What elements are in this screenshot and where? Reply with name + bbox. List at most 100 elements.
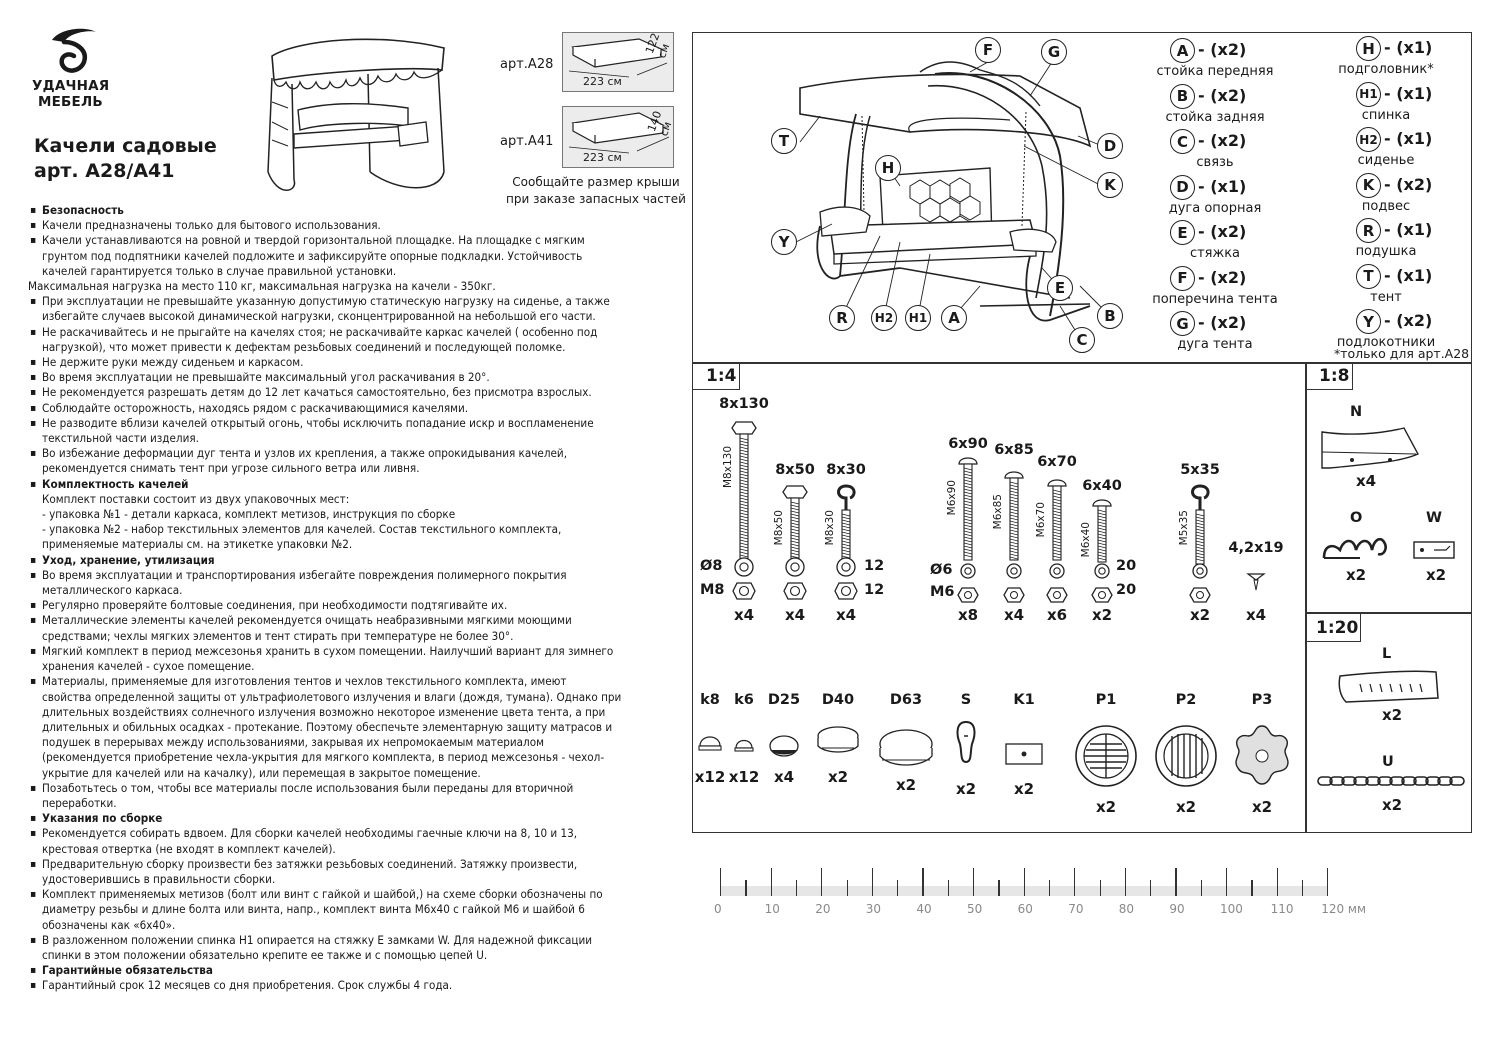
callout-y: Y: [771, 229, 797, 255]
callout-b: B: [1097, 303, 1123, 329]
ruler-tick: [998, 880, 1000, 896]
instruction-line: хранения качелей - сухое помещение.: [42, 659, 255, 674]
ruler-number: 20: [815, 902, 831, 916]
legend-name: связь: [1196, 155, 1234, 170]
instruction-line: качелей гарантируется только в случае пр…: [42, 263, 397, 278]
legend-qty: - (x1): [1198, 176, 1247, 196]
instruction-line: Не рекомендуется разрешать детям до 12 л…: [28, 385, 678, 400]
doc-title-line1: Качели садовые: [34, 135, 217, 157]
instruction-line: Регулярно проверяйте болтовые соединения…: [28, 598, 678, 613]
legend-code-t: T: [1356, 263, 1381, 289]
cap-label: k6: [734, 692, 754, 708]
legend-name: дуга тента: [1177, 337, 1253, 352]
part-w-label: W: [1426, 510, 1442, 526]
nut-12-label: 12: [864, 582, 885, 598]
cap-d63-icon: [879, 729, 933, 766]
instruction-line: Позаботьтесь о том, чтобы все материалы …: [28, 781, 678, 796]
roof-a41-drawing: 223 см 140 см: [562, 106, 674, 168]
hook-bolt-icon: [837, 484, 856, 565]
washer-icon: [1192, 563, 1208, 579]
nut-icon: [1003, 587, 1025, 603]
instruction-line: При эксплуатации не превышайте указанную…: [28, 294, 678, 309]
cap-label: P3: [1251, 692, 1273, 708]
bolt-icon: [1047, 479, 1067, 561]
legend-footnote: *только для арт.A28: [1334, 346, 1470, 361]
legend-code-g: G: [1170, 311, 1195, 336]
instruction-line: длительных воздействиях солнечного излуч…: [42, 704, 606, 719]
legend-code-h1: H1: [1356, 81, 1381, 107]
ruler-tick: [922, 868, 924, 896]
bolt-size-label: 6x70: [1037, 454, 1077, 470]
divider-v1: [1305, 362, 1307, 832]
legend-name: стойка задняя: [1165, 109, 1265, 125]
legend-name: спинка: [1361, 107, 1411, 123]
bolt-size-label: 8x130: [719, 396, 769, 412]
ruler-tick: [821, 868, 823, 896]
legend-qty: - (x2): [1198, 267, 1247, 287]
ruler-tick: [1074, 868, 1076, 896]
instruction-line: длительных и обильных осадках - протекан…: [42, 719, 613, 734]
bolt-thread-label: M5x35: [1178, 510, 1190, 546]
cap-label: S: [960, 692, 972, 708]
cap-qty: x2: [1175, 798, 1197, 816]
ruler-number: 80: [1118, 902, 1135, 916]
part-w-drawing: [1413, 541, 1455, 559]
assembly-diagram: [795, 61, 1109, 339]
legend-code-c: C: [1170, 129, 1195, 154]
cap-label: D63: [889, 692, 923, 708]
ruler-tick: [947, 880, 949, 896]
instruction-line: крестовая отвертка (не входят в комплект…: [42, 841, 336, 856]
ruler-number: 0: [714, 902, 722, 916]
roof-a28-width: 223 см: [583, 75, 622, 88]
instruction-line: Во избежание деформации дуг тента и узло…: [28, 446, 678, 461]
instruction-line: металлического каркаса.: [42, 583, 183, 598]
ruler-tick: [973, 868, 975, 896]
washer-d6-label: Ø6: [930, 562, 953, 578]
bolt-qty: x4: [1245, 606, 1267, 624]
scale-label-18: 1:8: [1319, 366, 1350, 386]
ruler-tick: [1276, 868, 1278, 896]
ruler-tick: [745, 880, 747, 896]
cap-k8-icon: [698, 736, 722, 751]
part-l-qty: x2: [1382, 706, 1403, 724]
instruction-line: обозначены как «6х40».: [42, 917, 176, 932]
ruler-tick: [1124, 868, 1127, 896]
parts-sheet-frame: [692, 32, 1472, 833]
instruction-line: Мягкий комплект в период межсезонья хран…: [28, 644, 678, 659]
ruler-tick: [846, 880, 848, 896]
ruler-tick: [1226, 868, 1228, 896]
scale-box-14: [692, 362, 740, 390]
legend-name: сиденье: [1357, 153, 1415, 168]
legend-name: стяжка: [1189, 246, 1241, 261]
legend-code-h: H: [1356, 36, 1381, 61]
cap-label: D25: [767, 692, 801, 708]
carabiner-icon: [956, 720, 976, 764]
washer-12-label: 12: [864, 558, 885, 574]
instruction-line: Во время эксплуатации не превышайте макс…: [28, 370, 678, 385]
ruler-tick: [1023, 868, 1025, 896]
washer-icon: [1049, 563, 1065, 579]
section-heading: Уход, хранение, утилизация: [28, 553, 678, 568]
washer-icon: [836, 557, 856, 577]
ruler-number: 120 мм: [1321, 902, 1367, 916]
section-heading: Указания по сборке: [28, 811, 678, 826]
instruction-line: Не раскачивайтесь и не прыгайте на качел…: [28, 325, 678, 340]
instruction-line: Качели предназначены только для бытового…: [28, 218, 678, 233]
ruler-number: 70: [1068, 902, 1084, 916]
cap-qty: x12: [728, 768, 760, 786]
legend-name: подголовник*: [1338, 62, 1434, 77]
bolt-icon: [731, 421, 757, 565]
roof-a28-art: арт.A28: [500, 57, 554, 72]
ruler-number: 100: [1220, 902, 1243, 916]
ruler-tick: [871, 868, 874, 896]
washer-icon: [734, 557, 754, 577]
scale-box-120: [1305, 612, 1361, 642]
legend-qty: - (x2): [1198, 40, 1247, 59]
washer-icon: [1006, 563, 1022, 579]
part-o-drawing: [1322, 537, 1387, 559]
instruction-line: Не держите руки между сиденьем и каркасо…: [28, 355, 678, 370]
swing-thumbnail: [267, 38, 445, 191]
cap-qty: x2: [1013, 780, 1035, 798]
instruction-line: В разложенном положении спинка H1 опирае…: [28, 933, 678, 948]
